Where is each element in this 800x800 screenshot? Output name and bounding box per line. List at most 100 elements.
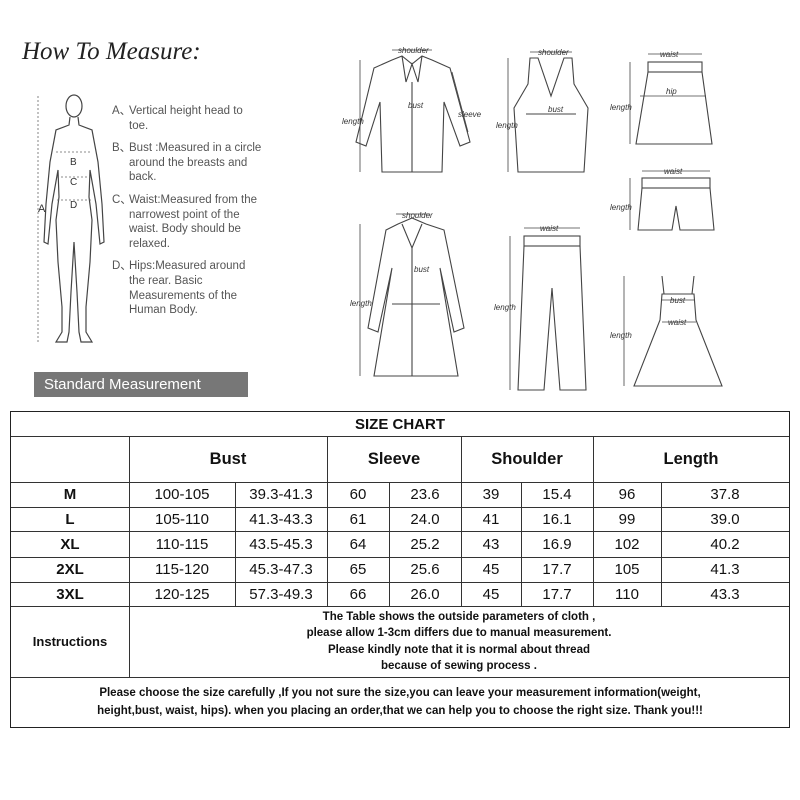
- figure-label-d: D: [70, 200, 77, 211]
- coat-bust-label: bust: [414, 265, 430, 274]
- vest-length-label: length: [496, 121, 518, 130]
- pants-length-label: length: [494, 303, 516, 312]
- size-value-cell: 43: [482, 535, 500, 553]
- instructions-line: please allow 1-3cm differs due to manual…: [306, 627, 612, 640]
- pants-illustration: waist length: [494, 224, 587, 391]
- size-value-cell: 66: [349, 585, 367, 603]
- size-value-cell: 16.9: [542, 535, 572, 553]
- size-value-cell: 65: [349, 561, 367, 578]
- instructions-line: The Table shows the outside parameters o…: [322, 611, 596, 624]
- size-label: XL: [60, 535, 80, 553]
- size-value-cell: 41.3-43.3: [249, 510, 313, 528]
- guide-letter: A、: [112, 105, 132, 117]
- skirt-hip-label: hip: [666, 87, 677, 96]
- size-value-cell: 26.0: [410, 585, 440, 603]
- coat-illustration: shoulder bust length: [350, 211, 465, 377]
- guide-text: Bust :Measured in a circle around the br…: [129, 142, 262, 184]
- size-value-cell: 100-105: [154, 486, 210, 503]
- size-value-cell: 105-110: [155, 510, 209, 528]
- measure-guide-list: A、 Vertical height head to toe. B、 Bust …: [112, 104, 262, 326]
- size-value-cell: 39: [482, 486, 500, 503]
- size-value-cell: 45: [482, 585, 500, 603]
- dress-waist-label: waist: [668, 318, 687, 327]
- size-value-cell: 45: [482, 561, 500, 578]
- size-value-cell: 110: [615, 585, 639, 603]
- header-bust: Bust: [209, 449, 247, 468]
- instructions-label: Instructions: [32, 634, 108, 649]
- size-value-cell: 16.1: [542, 510, 572, 528]
- instructions-text: The Table shows the outside parameters o…: [129, 606, 789, 677]
- size-value-cell: 57.3-49.3: [249, 585, 313, 603]
- size-label: 3XL: [56, 585, 84, 603]
- dress-illustration: bust waist length: [610, 275, 723, 387]
- vest-bust-label: bust: [548, 105, 564, 114]
- size-value-cell: 43.5-45.3: [249, 535, 313, 553]
- header-sleeve: Sleeve: [367, 449, 421, 468]
- guide-letter: B、: [112, 142, 132, 155]
- shirt-shoulder-label: shoulder: [398, 46, 429, 55]
- figure-label-b: B: [70, 157, 77, 168]
- figure-label-a: A: [38, 203, 46, 215]
- size-value-cell: 64: [349, 535, 367, 553]
- dress-length-label: length: [610, 331, 632, 340]
- note-line: height,bust, waist, hips). when you plac…: [97, 705, 703, 717]
- header-shoulder: Shoulder: [491, 449, 563, 468]
- size-value-cell: 23.6: [410, 486, 440, 503]
- shorts-waist-label: waist: [664, 167, 683, 176]
- size-value-cell: 61: [349, 510, 367, 528]
- size-value-cell: 41.3: [710, 561, 740, 578]
- standard-measurement-label: Standard Measurement: [34, 372, 248, 397]
- shorts-illustration: waist length: [610, 167, 715, 231]
- guide-text: Hips:Measured around the rear. Basic Mea…: [129, 260, 246, 317]
- guide-item-hips: D、 Hips:Measured around the rear. Basic …: [112, 259, 262, 317]
- guide-text: Waist:Measured from the narrowest point …: [129, 193, 258, 250]
- size-value-cell: 24.0: [410, 510, 440, 528]
- size-value-cell: 15.4: [542, 486, 572, 503]
- size-value-cell: 37.8: [710, 486, 740, 503]
- size-selection-note: Please choose the size carefully ,If you…: [11, 677, 789, 727]
- size-value-cell: 39.3-41.3: [249, 486, 313, 503]
- shirt-bust-label: bust: [408, 101, 424, 110]
- size-label: M: [63, 486, 77, 503]
- dress-bust-label: bust: [670, 296, 686, 305]
- skirt-length-label: length: [610, 103, 632, 112]
- guide-letter: D、: [112, 260, 132, 273]
- header-length: Length: [663, 449, 719, 468]
- guide-item-height: A、 Vertical height head to toe.: [112, 104, 262, 133]
- size-value-cell: 17.7: [542, 585, 572, 603]
- skirt-illustration: waist hip length: [610, 50, 713, 145]
- pants-waist-label: waist: [540, 224, 559, 233]
- note-line: Please choose the size carefully ,If you…: [99, 687, 701, 699]
- vest-shoulder-label: shoulder: [538, 48, 569, 57]
- size-value-cell: 41: [482, 510, 500, 528]
- body-figure-illustration: B C D: [37, 94, 105, 343]
- vest-illustration: shoulder bust length: [496, 48, 589, 173]
- guide-item-bust: B、 Bust :Measured in a circle around the…: [112, 141, 262, 185]
- size-value-cell: 115-120: [155, 561, 209, 578]
- size-value-cell: 120-125: [154, 585, 210, 603]
- coat-shoulder-label: shoulder: [402, 211, 433, 220]
- size-value-cell: 17.7: [542, 561, 572, 578]
- shirt-illustration: shoulder bust sleeve length: [342, 46, 482, 173]
- coat-length-label: length: [350, 299, 372, 308]
- size-value-cell: 43.3: [710, 585, 740, 603]
- size-value-cell: 39.0: [710, 510, 740, 528]
- size-value-cell: 40.2: [710, 535, 740, 553]
- size-label: L: [65, 510, 75, 528]
- size-label: 2XL: [56, 561, 84, 578]
- size-value-cell: 25.2: [410, 535, 440, 553]
- size-value-cell: 96: [618, 486, 636, 503]
- figure-label-c: C: [70, 177, 77, 188]
- shirt-sleeve-label: sleeve: [458, 110, 482, 119]
- how-to-measure-title: How To Measure:: [22, 38, 201, 65]
- size-value-cell: 99: [618, 510, 636, 528]
- size-value-cell: 102: [614, 535, 640, 553]
- size-value-cell: 110-115: [155, 535, 209, 553]
- guide-letter: C、: [112, 193, 132, 206]
- shirt-length-label: length: [342, 117, 364, 126]
- instructions-line: Please kindly note that it is normal abo…: [328, 643, 590, 656]
- size-value-cell: 105: [614, 561, 640, 578]
- instructions-line: because of sewing process .: [381, 659, 537, 672]
- size-value-cell: 45.3-47.3: [249, 561, 313, 578]
- guide-text: Vertical height head to toe.: [129, 105, 243, 132]
